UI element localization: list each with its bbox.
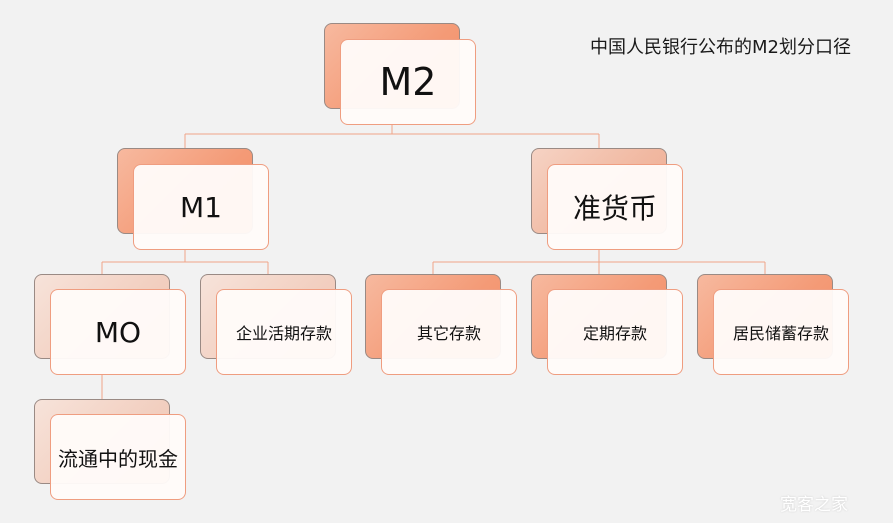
node-currency-in-circulation-label: 流通中的现金: [50, 414, 186, 500]
node-m0: MO: [34, 274, 186, 375]
node-other-deposits: 其它存款: [365, 274, 517, 375]
node-m1: M1: [117, 148, 269, 250]
node-m1-label: M1: [133, 164, 269, 250]
node-quasi-money-label: 准货币: [547, 164, 683, 250]
watermark-text: 宽客之家: [780, 495, 848, 515]
node-time-deposits: 定期存款: [531, 274, 683, 375]
node-m0-label: MO: [50, 289, 186, 375]
node-quasi-money: 准货币: [531, 148, 683, 250]
diagram-title: 中国人民银行公布的M2划分口径: [590, 37, 851, 58]
node-household-savings-deposits-label: 居民储蓄存款: [713, 289, 849, 375]
node-currency-in-circulation: 流通中的现金: [34, 399, 186, 500]
node-household-savings-deposits: 居民储蓄存款: [697, 274, 849, 375]
node-m2: M2: [324, 23, 476, 125]
node-m2-label: M2: [340, 39, 476, 125]
node-time-deposits-label: 定期存款: [547, 289, 683, 375]
node-other-deposits-label: 其它存款: [381, 289, 517, 375]
node-corporate-demand-deposits: 企业活期存款: [200, 274, 352, 375]
node-corporate-demand-deposits-label: 企业活期存款: [216, 289, 352, 375]
